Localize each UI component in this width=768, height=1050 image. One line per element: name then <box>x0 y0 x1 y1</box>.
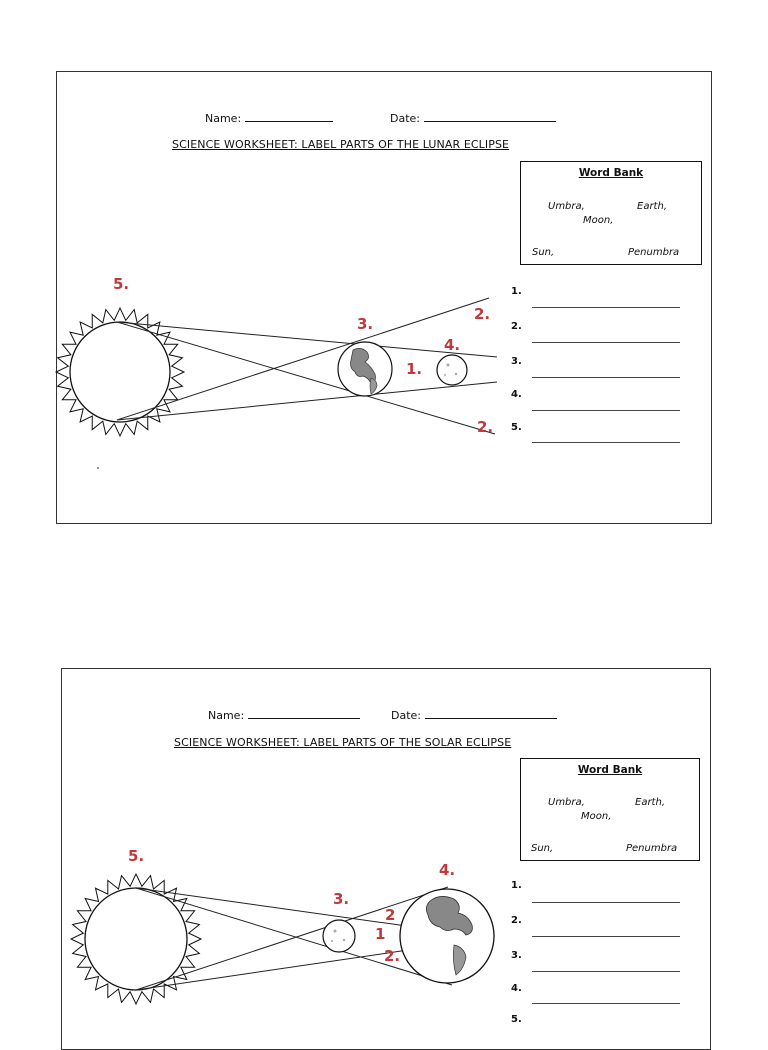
word-earth: Earth, <box>635 797 665 808</box>
date-label: Date: <box>390 112 420 125</box>
word-umbra: Umbra, <box>548 201 585 212</box>
answer-number-2: 2. <box>511 915 522 926</box>
moon-icon <box>436 354 468 386</box>
date-field: Date: <box>390 111 556 125</box>
label-3: 3. <box>357 315 373 333</box>
date-field: Date: <box>391 708 557 722</box>
answer-line-4[interactable] <box>532 410 680 411</box>
label-2-top: 2 <box>385 906 395 924</box>
word-bank-title: Word Bank <box>577 764 643 776</box>
word-penumbra: Penumbra <box>626 843 678 854</box>
answer-line-4[interactable] <box>532 1003 680 1004</box>
word-earth: Earth, <box>637 201 667 212</box>
moon-icon <box>322 919 356 953</box>
shadow-lines <box>135 886 453 991</box>
label-1: 1. <box>406 360 422 378</box>
answer-line-1[interactable] <box>532 902 680 903</box>
answer-number-3: 3. <box>511 950 522 961</box>
word-moon: Moon, <box>581 811 612 822</box>
lunar-eclipse-worksheet: Name: Date: SCIENCE WORKSHEET: LABEL PAR… <box>54 71 712 524</box>
word-bank-title: Word Bank <box>578 167 644 179</box>
solar-eclipse-worksheet: Name: Date: SCIENCE WORKSHEET: LABEL PAR… <box>61 668 711 1050</box>
date-blank[interactable] <box>423 111 556 122</box>
answer-number-4: 4. <box>511 389 522 400</box>
answer-number-1: 1. <box>511 286 522 297</box>
answer-number-2: 2. <box>511 321 522 332</box>
answer-number-3: 3. <box>511 356 522 367</box>
answer-number-5: 5. <box>511 1014 522 1025</box>
name-blank[interactable] <box>247 708 360 719</box>
shadow-lines <box>116 297 498 435</box>
lunar-eclipse-diagram: 5. 3. 4. 1. 2. 2. <box>54 275 498 469</box>
sun-icon <box>54 306 186 438</box>
label-3: 3. <box>333 890 349 908</box>
worksheet-title: SCIENCE WORKSHEET: LABEL PARTS OF THE SO… <box>174 736 512 749</box>
label-2-top: 2. <box>474 305 490 323</box>
answer-line-3[interactable] <box>532 377 680 378</box>
answer-number-4: 4. <box>511 983 522 994</box>
worksheet-title: SCIENCE WORKSHEET: LABEL PARTS OF THE LU… <box>172 138 510 151</box>
label-2-bottom: 2. <box>477 418 493 436</box>
earth-icon <box>337 341 393 397</box>
label-4: 4. <box>444 336 460 354</box>
label-4: 4. <box>439 861 455 879</box>
label-2-bottom: 2. <box>384 947 400 965</box>
label-5: 5. <box>128 847 144 865</box>
label-5: 5. <box>113 275 129 293</box>
word-bank: Word Bank Umbra, Earth, Moon, Sun, Penum… <box>520 758 700 861</box>
word-bank: Word Bank Umbra, Earth, Moon, Sun, Penum… <box>520 161 702 265</box>
answer-line-3[interactable] <box>532 971 680 972</box>
name-label: Name: <box>208 709 245 722</box>
word-penumbra: Penumbra <box>628 247 680 258</box>
name-field: Name: <box>205 111 333 125</box>
date-blank[interactable] <box>424 708 557 719</box>
word-moon: Moon, <box>583 215 614 226</box>
date-label: Date: <box>391 709 421 722</box>
answer-line-2[interactable] <box>532 342 680 343</box>
solar-eclipse-diagram: 5. 3. 4. 2 1 2. <box>69 847 495 1006</box>
label-1: 1 <box>375 925 385 943</box>
answer-line-2[interactable] <box>532 936 680 937</box>
answer-number-1: 1. <box>511 880 522 891</box>
word-sun: Sun, <box>531 843 554 854</box>
word-umbra: Umbra, <box>548 797 585 808</box>
word-sun: Sun, <box>532 247 555 258</box>
answer-line-5[interactable] <box>532 442 680 443</box>
name-field: Name: <box>208 708 360 722</box>
answer-line-1[interactable] <box>532 307 680 308</box>
earth-icon <box>399 888 495 984</box>
sun-icon <box>69 872 203 1006</box>
name-label: Name: <box>205 112 242 125</box>
answer-number-5: 5. <box>511 422 522 433</box>
name-blank[interactable] <box>244 111 333 122</box>
